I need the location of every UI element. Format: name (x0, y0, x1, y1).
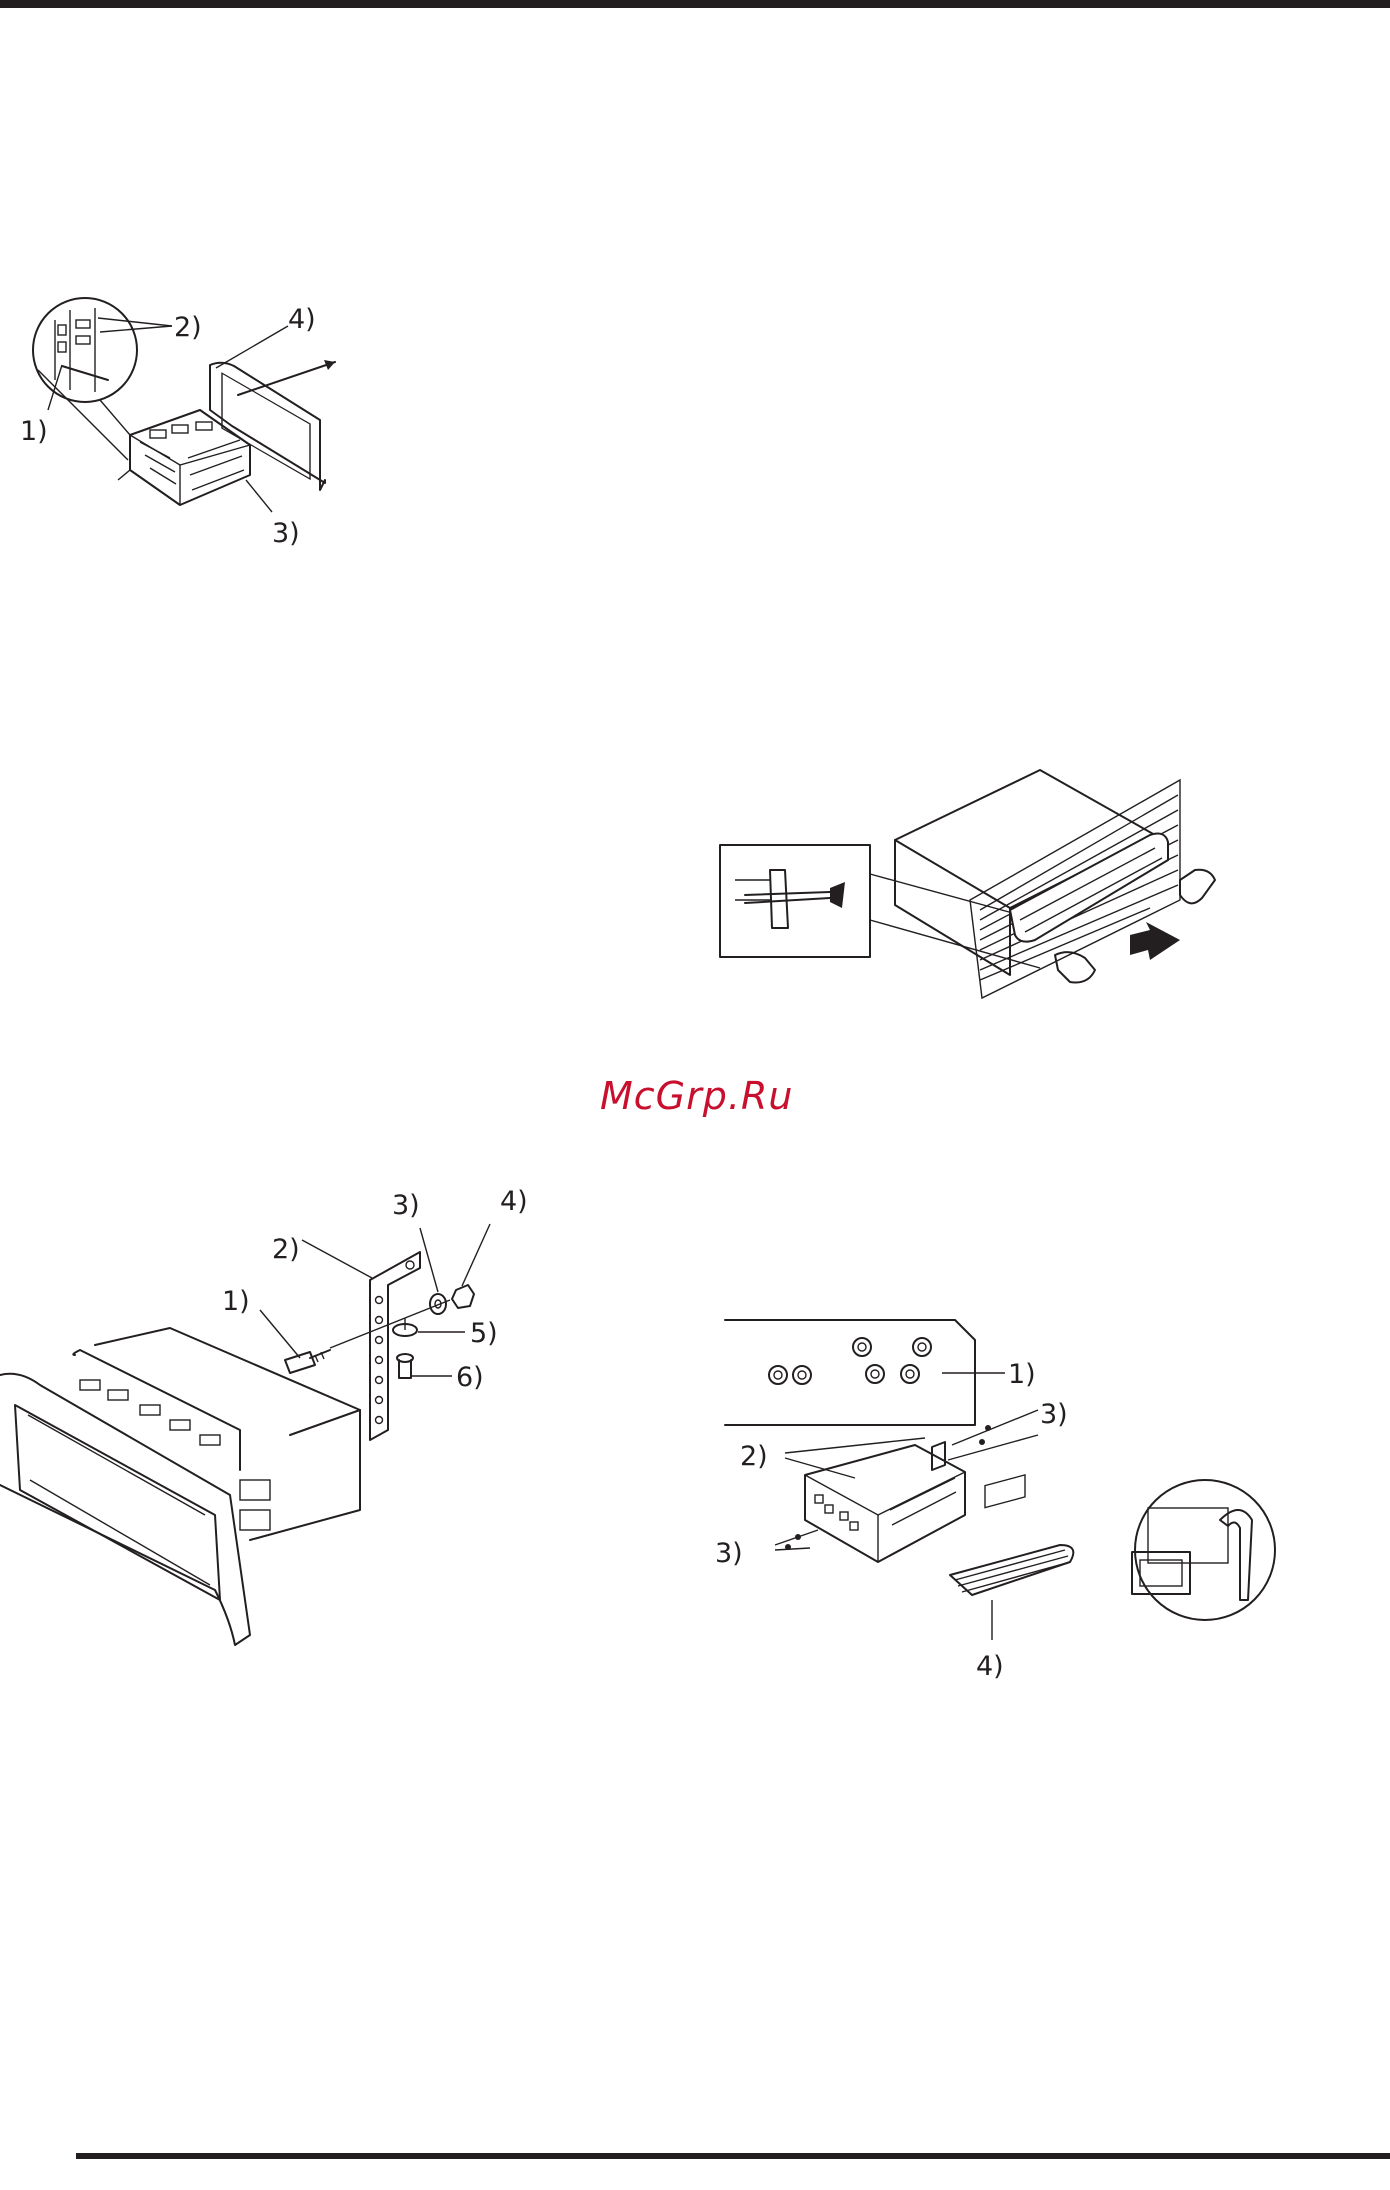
label-4: 4) (976, 1651, 1004, 1682)
label-2: 2) (740, 1441, 768, 1472)
mounting-cage-icon (130, 410, 250, 505)
watermark: McGrp.Ru (600, 1074, 793, 1118)
label-6: 6) (456, 1362, 484, 1393)
dash-sleeve (0, 1374, 250, 1645)
bottom-rule (76, 2153, 1390, 2159)
figure-frame-removal (710, 770, 1250, 1010)
label-1: 1) (222, 1286, 250, 1317)
label-3-top: 3) (1040, 1399, 1068, 1430)
cage-detail-lines (55, 308, 108, 392)
mounting-strap-icon (370, 1252, 420, 1440)
release-key-icon (735, 870, 845, 928)
label-3-bottom: 3) (715, 1538, 743, 1569)
figure-bracket-mount: 1) 2) 3) 4) 5) 6) (0, 1180, 540, 1640)
screw-icon (397, 1354, 413, 1378)
label-4: 4) (288, 304, 316, 335)
label-5: 5) (470, 1318, 498, 1349)
label-4: 4) (500, 1186, 528, 1217)
washer-icon (430, 1294, 446, 1314)
radio-chassis-icon (805, 1442, 965, 1562)
figure-side-mount: 1) 2) 3) 3) 4) (700, 1300, 1320, 1700)
trim-frame-icon (950, 1475, 1073, 1595)
label-2: 2) (174, 312, 202, 343)
label-1: 1) (20, 416, 48, 447)
label-2: 2) (272, 1234, 300, 1265)
nut-icon (452, 1285, 474, 1308)
trim-frame-icon (210, 360, 335, 490)
top-rule (0, 0, 1390, 8)
car-bracket-panel (725, 1320, 975, 1425)
magnified-detail-icon (1132, 1480, 1275, 1620)
bolt-icon (285, 1350, 330, 1373)
label-3: 3) (272, 518, 300, 549)
figure-cage-removal: 2) 4) 1) 3) (0, 280, 380, 560)
pull-arrow-icon (1130, 922, 1180, 960)
label-1: 1) (1008, 1359, 1036, 1390)
front-panel (1010, 834, 1168, 942)
panel-buttons (80, 1380, 270, 1530)
label-3: 3) (392, 1190, 420, 1221)
